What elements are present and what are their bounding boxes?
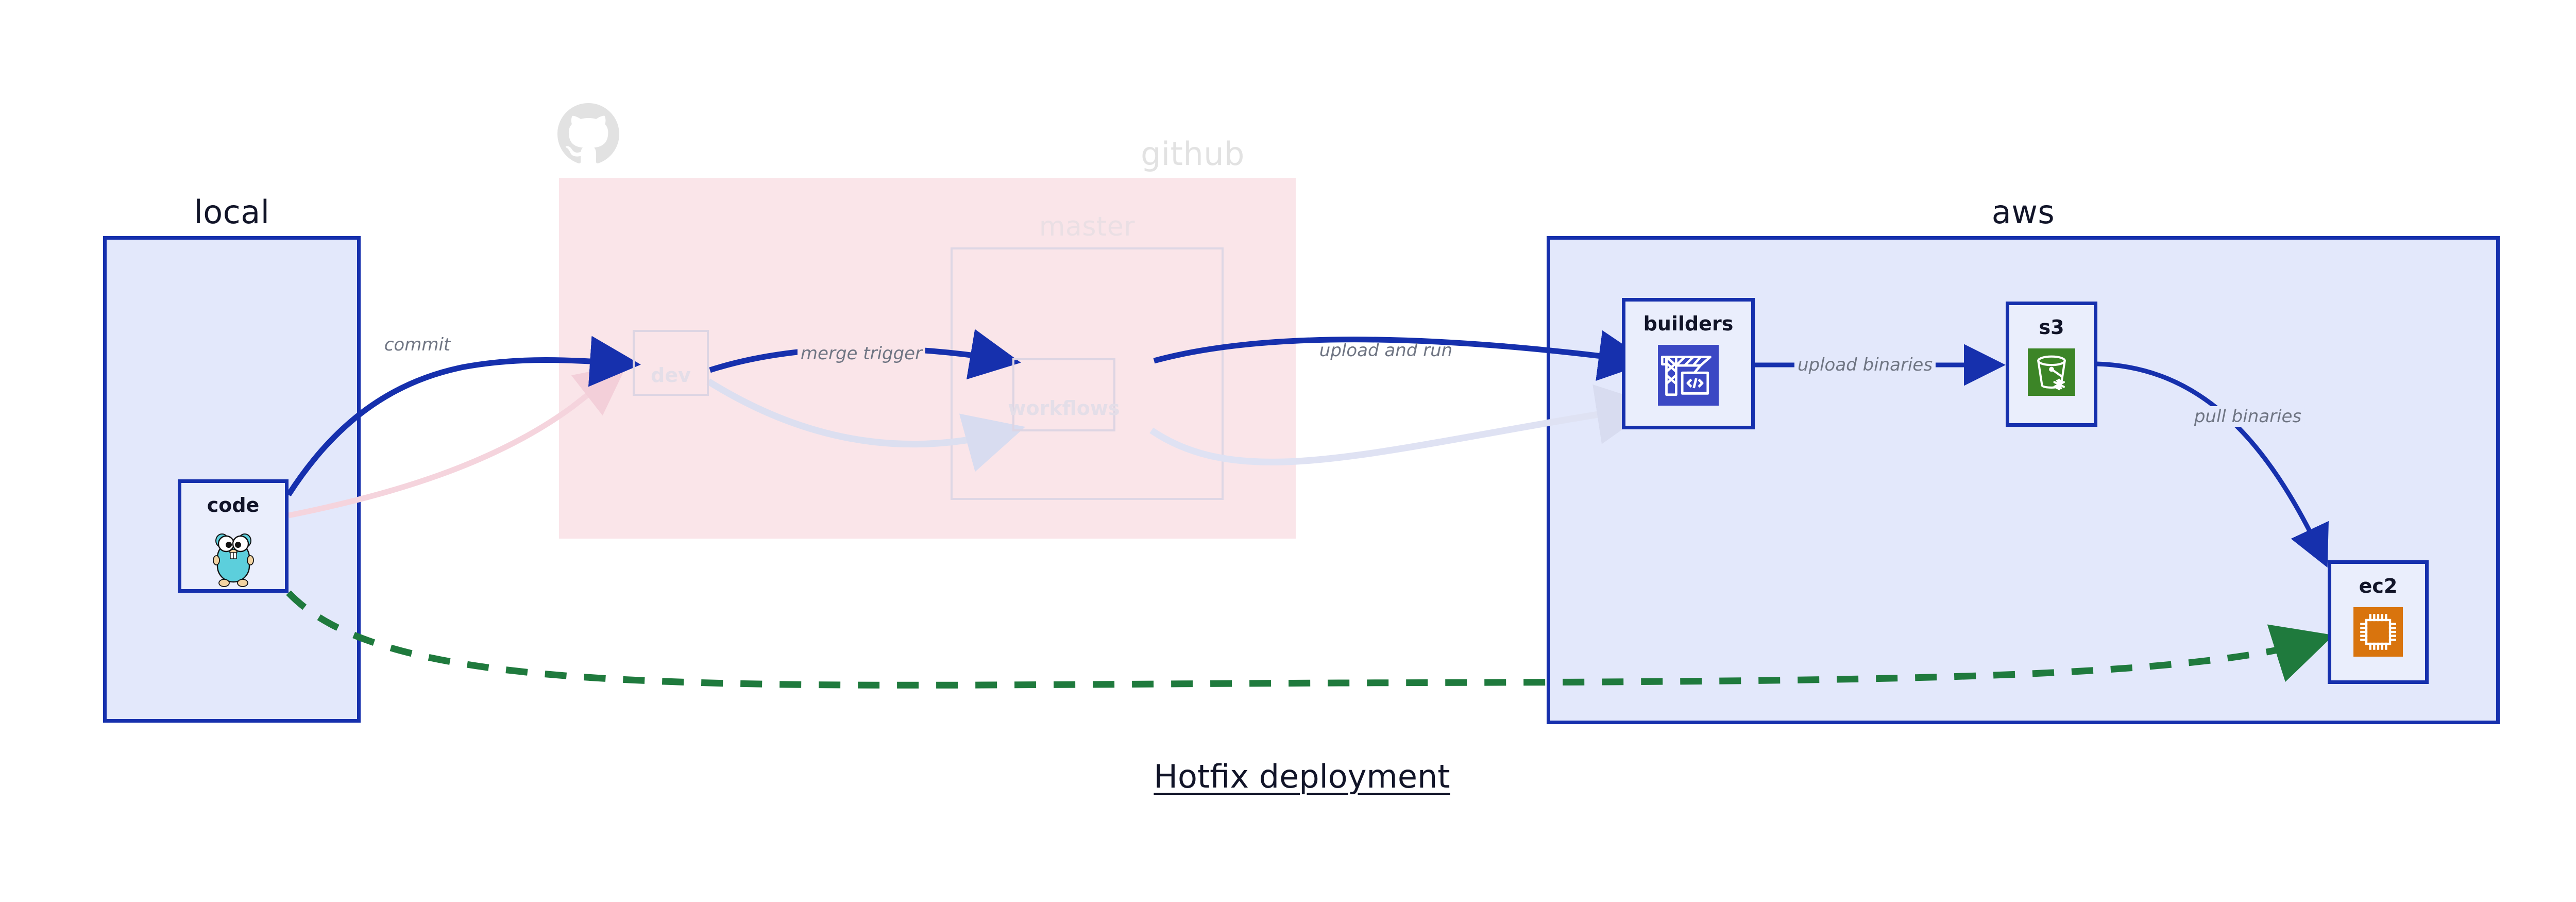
node-label-s3: s3 [2039, 316, 2064, 339]
cpu-chip-icon [2353, 607, 2403, 659]
node-s3[interactable]: s3 [2006, 302, 2097, 427]
node-label-ec2: ec2 [2359, 575, 2398, 597]
node-label-dev: dev [651, 364, 691, 387]
group-title-github: github [1141, 135, 1245, 173]
s3-bucket-icon [2028, 348, 2075, 398]
subgroup-master [951, 247, 1224, 500]
github-octocat-icon [557, 103, 619, 165]
node-ec2[interactable]: ec2 [2328, 560, 2429, 684]
go-gopher-icon [205, 526, 262, 590]
crane-code-icon [1658, 345, 1719, 408]
edge-label-merge-trigger: merge trigger [797, 343, 926, 364]
group-title-aws: aws [1991, 193, 2055, 231]
group-title-local: local [194, 193, 270, 231]
edge-label-upload-and-run: upload and run [1319, 340, 1453, 361]
edge-label-commit: commit [384, 335, 451, 355]
subgroup-title-master: master [1039, 211, 1136, 242]
page-title: Hotfix deployment [1154, 758, 1450, 795]
node-builders[interactable]: builders [1622, 298, 1755, 429]
edge-label-pull-binaries: pull binaries [2191, 406, 2305, 427]
node-dev[interactable]: dev [633, 330, 709, 396]
node-workflows[interactable]: workflows [1008, 358, 1120, 431]
node-label-code: code [207, 494, 260, 516]
node-code[interactable]: code [178, 479, 289, 593]
edge-label-upload-binaries: upload binaries [1794, 355, 1936, 375]
node-label-workflows: workflows [1008, 397, 1120, 420]
node-label-builders: builders [1643, 312, 1734, 335]
